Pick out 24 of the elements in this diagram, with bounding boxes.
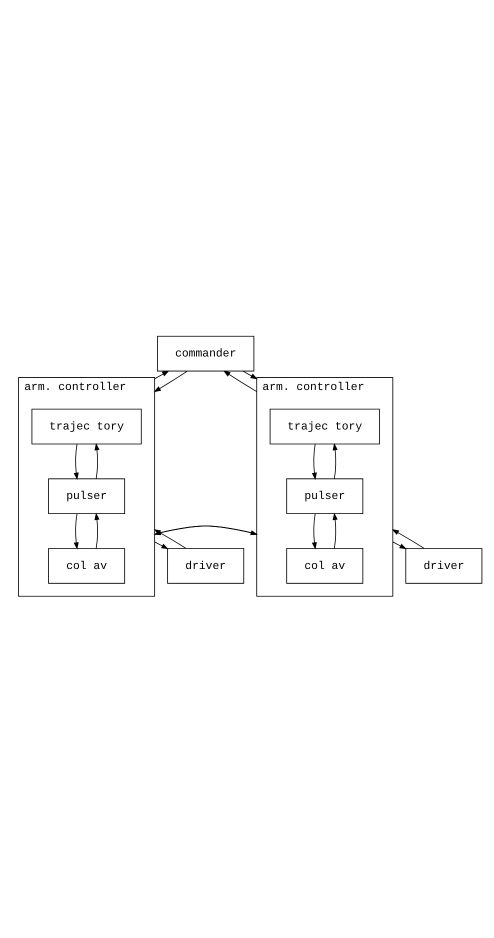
node-box: driver [167, 548, 244, 584]
arrow [242, 370, 258, 379]
arrow [312, 443, 317, 480]
arrow [332, 512, 338, 548]
node-box: driver [405, 548, 482, 584]
node-box: col av [48, 548, 126, 584]
node-box: commander [157, 335, 254, 371]
node-box: pulser [286, 478, 364, 514]
arrow [154, 370, 188, 392]
arrow [392, 528, 424, 548]
node-box: col av [286, 548, 364, 584]
node-box: trajec tory [270, 408, 380, 444]
node-box: pulser [48, 478, 126, 514]
arrow [154, 540, 169, 549]
arrow [94, 442, 100, 479]
arrow [312, 512, 317, 550]
arrow [154, 370, 170, 379]
arrow [74, 443, 79, 480]
arrow [332, 442, 338, 479]
arrow [223, 370, 258, 392]
arrow [392, 540, 407, 549]
arrow [74, 512, 79, 550]
node-box: trajec tory [32, 408, 142, 444]
arrow [94, 512, 100, 548]
